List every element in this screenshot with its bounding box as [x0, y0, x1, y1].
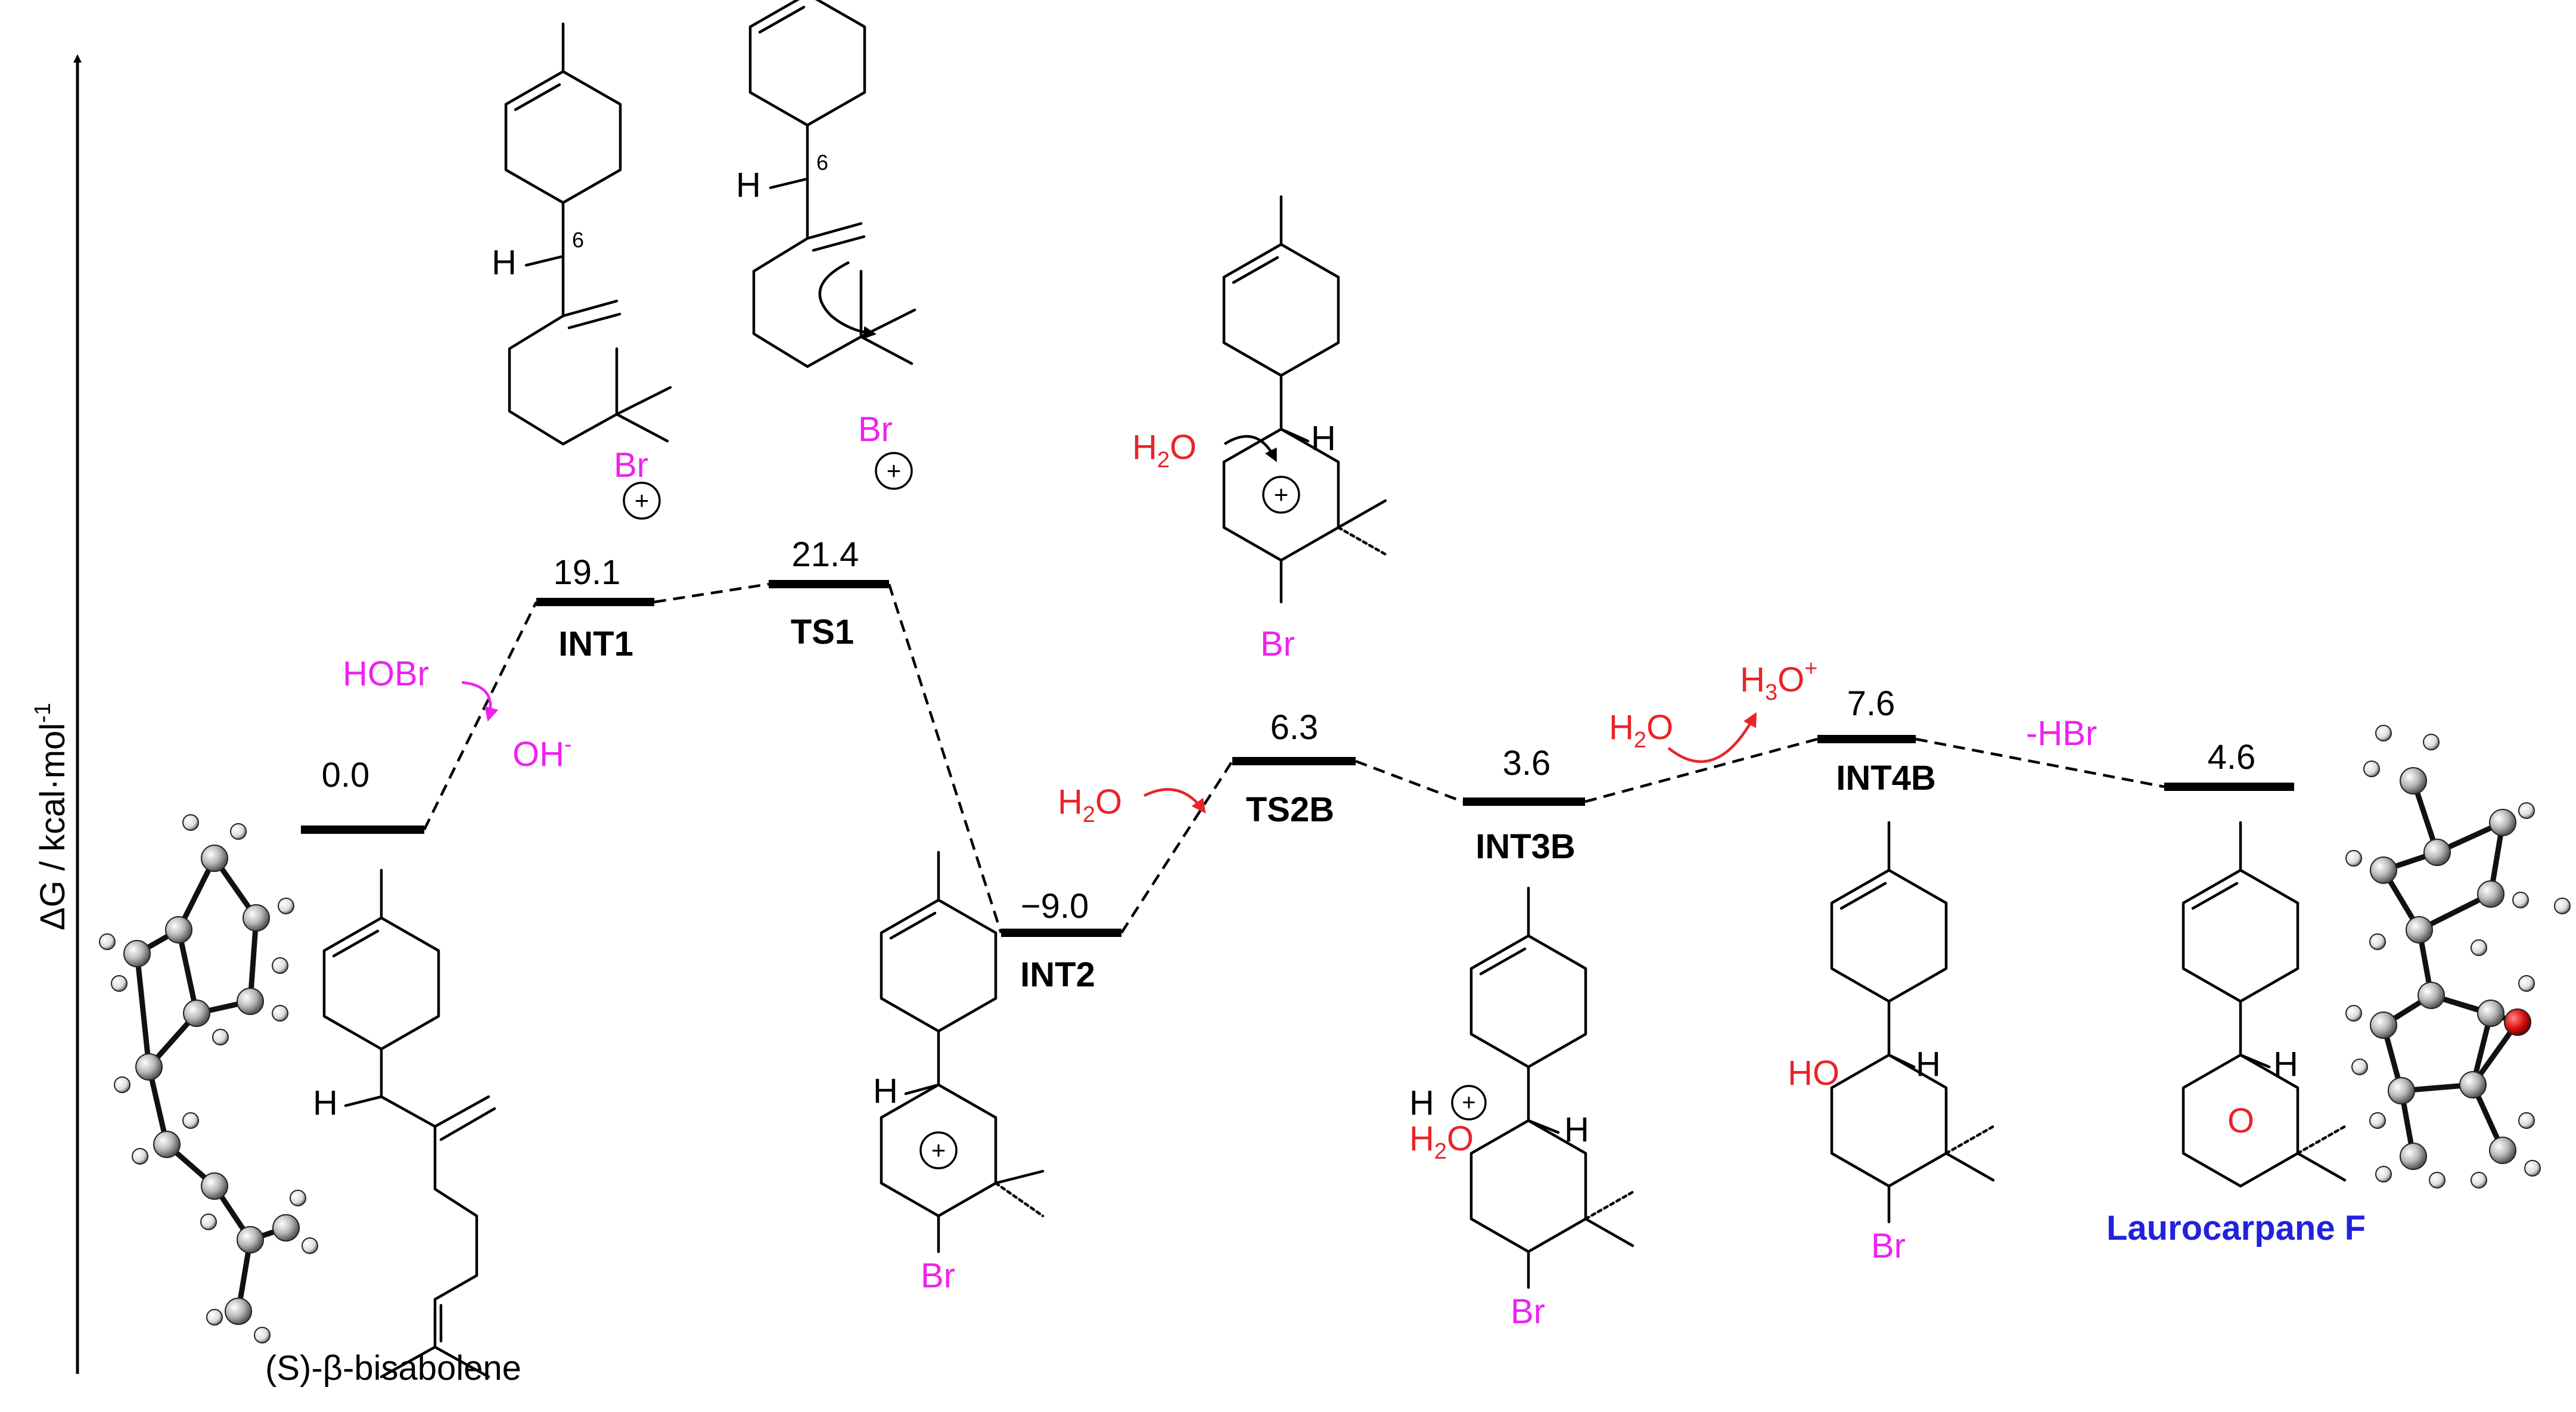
bisabolene-name: (S)-β-bisabolene	[265, 1349, 521, 1388]
structure-int4b: H HO Br	[1788, 823, 1995, 1265]
svg-text:H: H	[313, 1084, 338, 1122]
structure-ts1: H 6 Br +	[736, 0, 916, 490]
y-axis-label: ΔG / kcal·mol-1	[30, 703, 72, 930]
connector-7	[1915, 737, 2165, 789]
energy-ts2b: 6.3	[1270, 708, 1319, 747]
energy-ts1: 21.4	[792, 535, 859, 574]
svg-text:HO: HO	[1788, 1054, 1839, 1093]
atoms-hydrogen	[99, 814, 318, 1343]
svg-text:+: +	[931, 1136, 946, 1164]
energy-start: 0.0	[322, 756, 370, 795]
structure-ts2b: H H2O + Br	[1132, 197, 1387, 663]
structure-int3b: H H + H2O Br	[1409, 888, 1635, 1331]
energy-int1: 19.1	[554, 553, 621, 592]
ball-stick-laurocarpane	[2345, 725, 2571, 1188]
svg-text:H2O: H2O	[1409, 1119, 1474, 1164]
svg-text:Br: Br	[614, 446, 648, 485]
energy-int4b: 7.6	[1847, 684, 1896, 723]
reagent-h2o-int4b: H2O	[1609, 708, 1673, 753]
reagent-oh: OH-	[512, 732, 572, 774]
name-ts2b: TS2B	[1246, 790, 1334, 829]
svg-text:Br: Br	[1511, 1292, 1545, 1331]
energy-int3b: 3.6	[1503, 744, 1551, 783]
svg-text:+: +	[635, 486, 650, 514]
name-int1: INT1	[558, 625, 633, 663]
product-name: Laurocarpane F	[2106, 1209, 2366, 1247]
name-int3b: INT3B	[1475, 827, 1576, 866]
svg-text:H: H	[873, 1072, 898, 1110]
structure-int2: H + Br	[873, 852, 1045, 1295]
svg-text:Br: Br	[921, 1256, 955, 1295]
reagent-h2o-int2: H2O	[1058, 783, 1122, 827]
connector-6	[1584, 737, 1818, 803]
svg-text:6: 6	[572, 228, 584, 252]
structure-int1: H 6 Br +	[492, 24, 672, 520]
name-int2: INT2	[1020, 955, 1095, 994]
svg-text:+: +	[887, 457, 902, 485]
connector-3	[887, 584, 1003, 933]
svg-text:H: H	[492, 243, 517, 282]
reagent-h3o: H3O+	[1740, 656, 1817, 705]
structure-bisabolene: H	[313, 870, 496, 1379]
svg-text:Br: Br	[858, 410, 893, 449]
svg-text:H: H	[1311, 419, 1336, 458]
svg-text:H2O: H2O	[1132, 428, 1197, 473]
structure-laurocarpane: H O	[2183, 823, 2347, 1186]
svg-text:+: +	[1462, 1090, 1475, 1116]
energy-int2: −9.0	[1021, 887, 1089, 926]
atoms-carbon	[123, 845, 300, 1325]
h2o-arrow-int4b	[1667, 712, 1757, 764]
svg-text:Br: Br	[1871, 1227, 1906, 1265]
svg-text:+: +	[1274, 480, 1289, 508]
ball-stick-bisabolene	[99, 814, 318, 1343]
connector-2	[654, 582, 769, 604]
name-ts1: TS1	[791, 613, 854, 651]
svg-text:H: H	[2273, 1045, 2298, 1084]
svg-text:O: O	[2227, 1101, 2254, 1140]
reagent-minus-hbr: -HBr	[2026, 714, 2097, 753]
svg-text:H: H	[736, 166, 761, 204]
name-int4b: INT4B	[1836, 759, 1936, 797]
svg-text:H: H	[1409, 1084, 1434, 1122]
h2o-arrow-ts2b	[1143, 788, 1206, 814]
hobr-arrow	[461, 681, 499, 722]
reagent-hobr: HOBr	[343, 654, 429, 693]
connector-1	[422, 601, 538, 830]
energy-product: 4.6	[2208, 738, 2256, 777]
svg-text:6: 6	[816, 150, 828, 175]
connector-4	[1120, 760, 1233, 934]
connector-5	[1355, 759, 1463, 803]
svg-text:Br: Br	[1260, 625, 1295, 663]
